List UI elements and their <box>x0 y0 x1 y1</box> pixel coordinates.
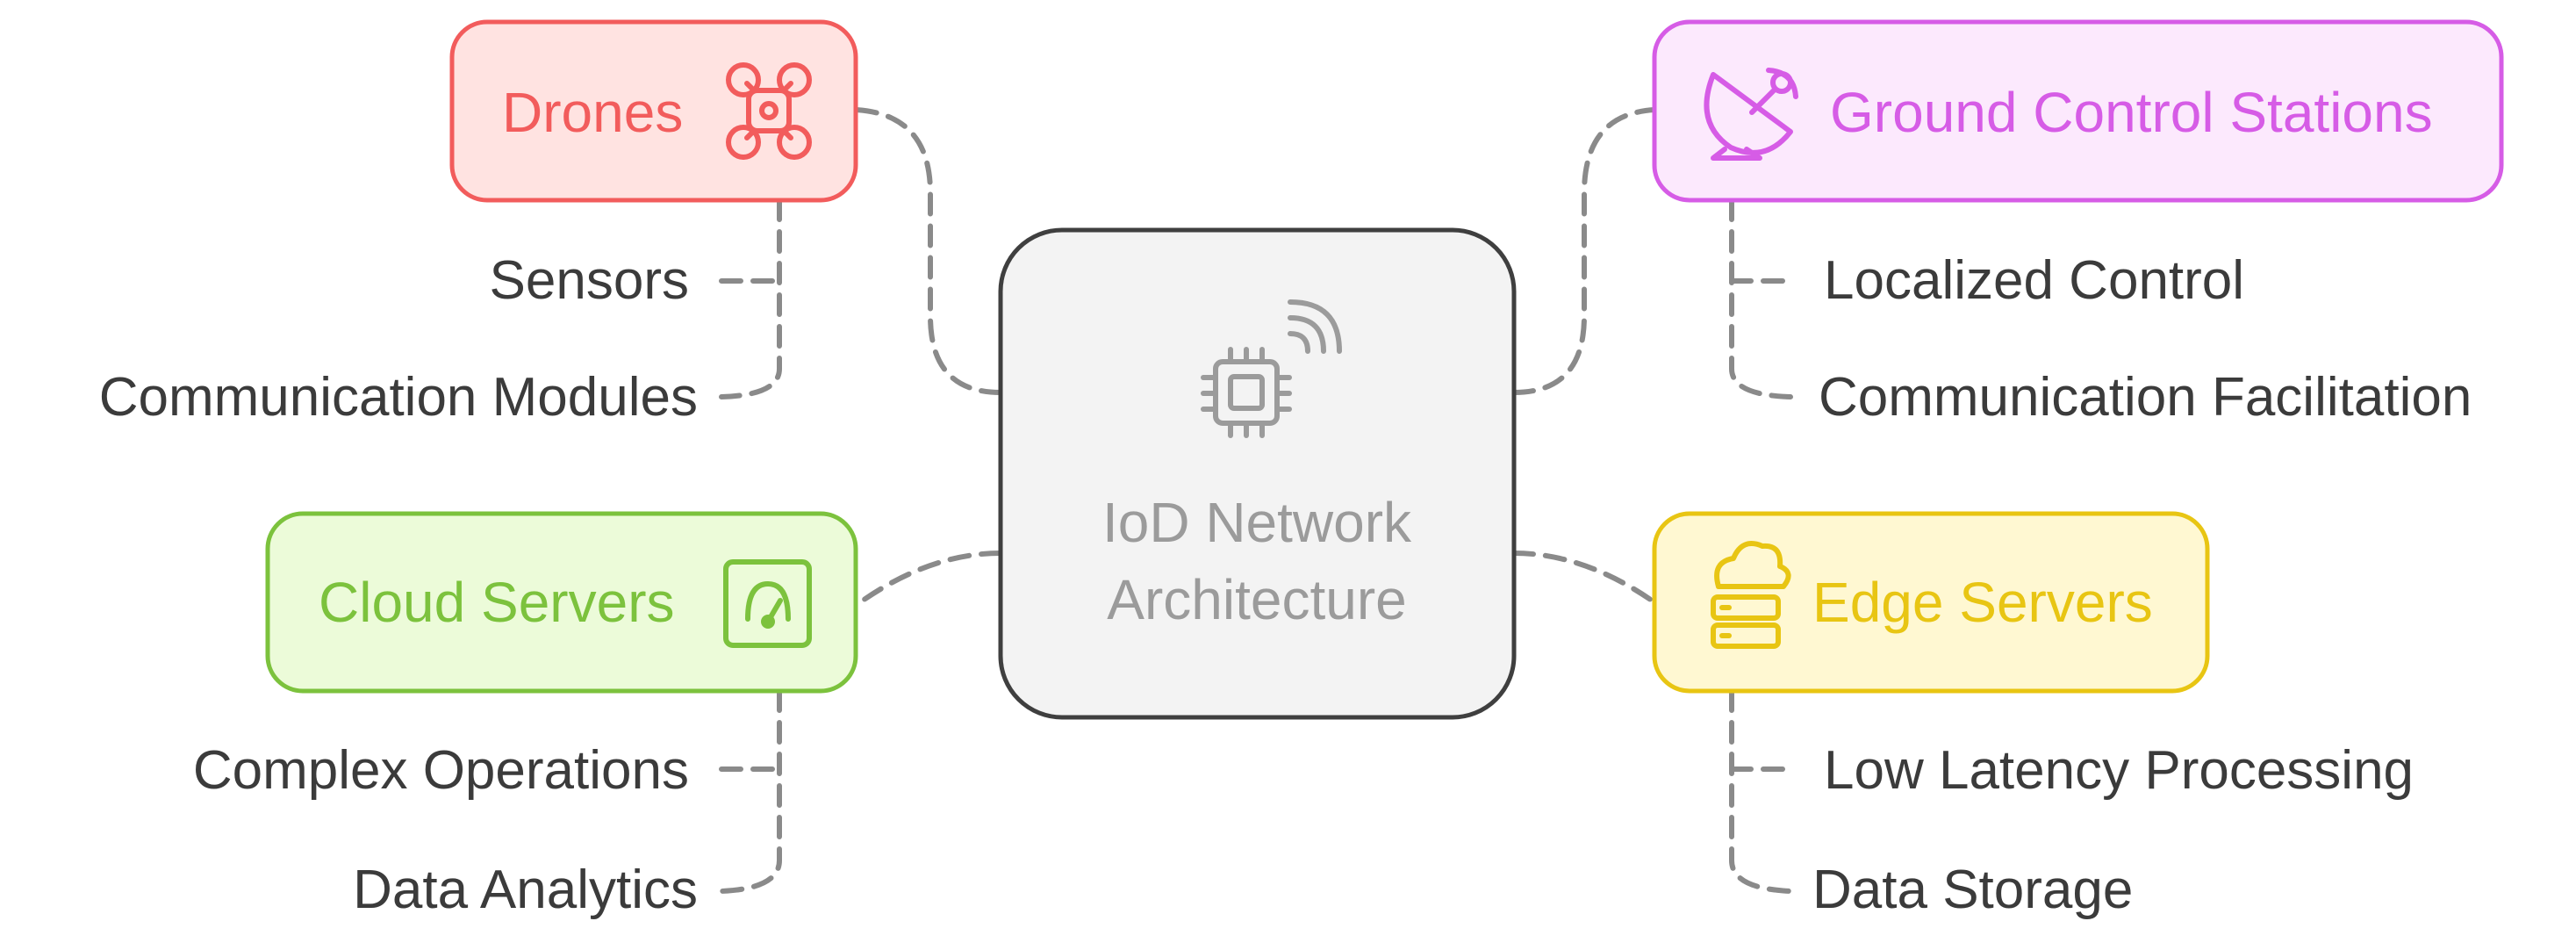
node-drones[interactable]: Drones <box>449 19 858 203</box>
cloud-servers-child-data-analytics: Data Analytics <box>353 860 698 920</box>
edge-servers-child-low-latency-processing: Low Latency Processing <box>1824 740 2414 801</box>
drones-child-sensors: Sensors <box>490 250 689 311</box>
connector-cloud-servers <box>857 551 1003 605</box>
center-node[interactable]: IoD Network Architecture <box>998 227 1517 720</box>
edge-servers-label: Edge Servers <box>1812 571 2153 634</box>
edge-servers-child-data-storage: Data Storage <box>1812 860 2133 920</box>
node-cloud-servers[interactable]: Cloud Servers <box>265 511 858 694</box>
drone-icon <box>726 62 812 160</box>
ground-control-child-communication-facilitation: Communication Facilitation <box>1819 367 2472 428</box>
drones-label: Drones <box>502 81 683 144</box>
connector-edge-servers-trunk <box>1729 688 1793 894</box>
connector-drones-trunk <box>719 198 782 399</box>
connector-cloud-servers-trunk <box>719 688 782 894</box>
ground-control-child-localized-control: Localized Control <box>1824 250 2244 311</box>
connector-ground-control-trunk <box>1729 198 1793 399</box>
center-title-line2: Architecture <box>1107 568 1406 631</box>
cloud-servers-label: Cloud Servers <box>319 571 675 634</box>
cloud-server-icon <box>1711 541 1791 649</box>
node-ground-control-stations[interactable]: Ground Control Stations <box>1652 19 2504 203</box>
ground-control-box <box>1652 19 2504 203</box>
drones-child-communication-modules: Communication Modules <box>99 367 698 428</box>
edge-servers-box <box>1652 511 2210 694</box>
ground-control-label: Ground Control Stations <box>1830 81 2433 144</box>
center-node-box <box>998 227 1517 720</box>
gauge-icon <box>723 559 812 648</box>
connector-edge-servers <box>1511 551 1657 605</box>
connector-ground-control <box>1511 107 1657 395</box>
chip-wireless-icon <box>1201 299 1342 438</box>
drones-box <box>449 19 858 203</box>
connector-drones <box>853 107 1003 395</box>
cloud-servers-child-complex-operations: Complex Operations <box>193 740 689 801</box>
node-edge-servers[interactable]: Edge Servers <box>1652 511 2210 694</box>
connectors <box>719 107 1793 894</box>
satellite-dish-icon <box>1704 68 1798 161</box>
cloud-servers-box <box>265 511 858 694</box>
center-title-line1: IoD Network <box>1102 491 1412 554</box>
